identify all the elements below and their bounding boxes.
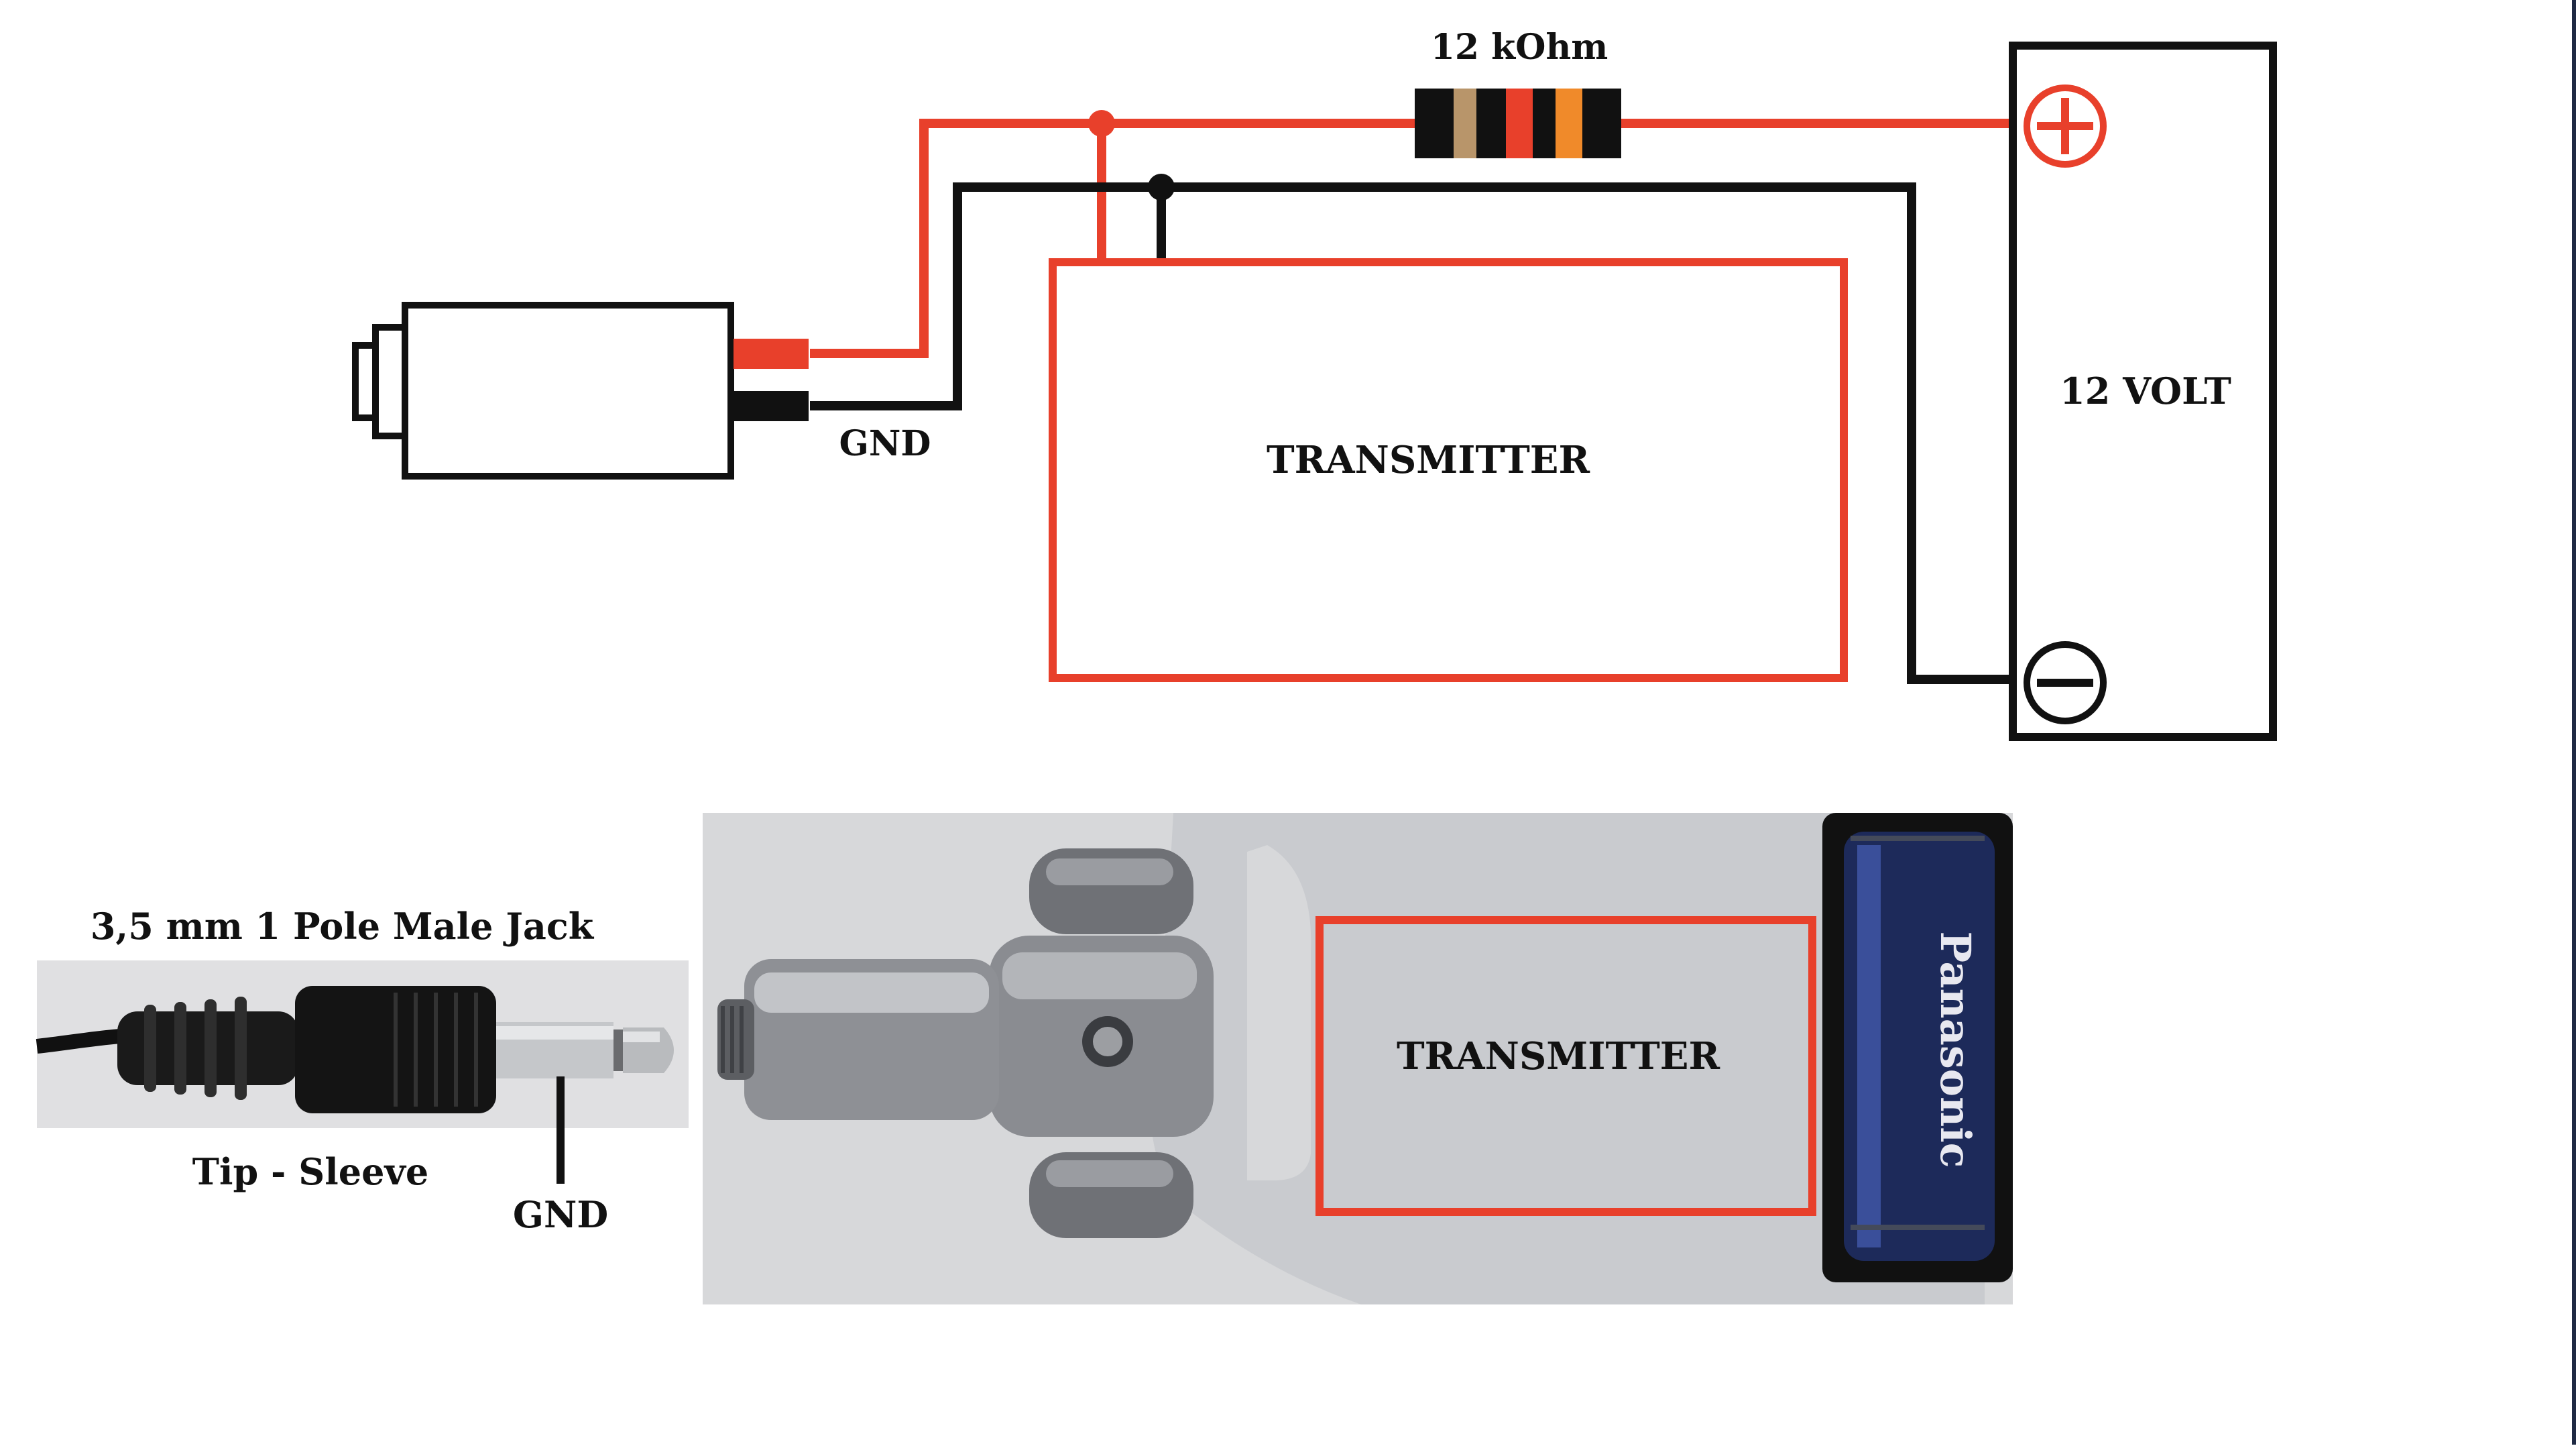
minus-icon [2024,641,2107,724]
plus-icon [2024,85,2107,168]
jack-socket [352,302,809,480]
positive-wire [810,119,1415,358]
positive-junction-dot [1088,110,1115,137]
jack-photo-caption: Tip - Sleeve [192,1150,428,1193]
jack-photo-title: 3,5 mm 1 Pole Male Jack [91,905,595,948]
jack-photo-gnd-label: GND [513,1193,608,1236]
device-transmitter-outline [1315,916,1816,1216]
device-photo [703,813,2013,1304]
resistor [1415,89,1621,158]
jack-terminal-ground [734,391,809,421]
resistor-label: 12 kOhm [1431,27,1608,68]
battery-brand-label: Panasonic [1931,931,1980,1168]
jack-photo [36,960,689,1128]
resistor-band-1 [1454,89,1476,158]
device-transmitter-label: TRANSMITTER [1397,1034,1720,1078]
jack-gnd-label: GND [839,423,931,464]
transmitter-label: TRANSMITTER [1267,438,1590,482]
transmitter-box [1049,258,1848,682]
right-edge-frame [2572,0,2576,1445]
resistor-band-4 [1539,89,1556,158]
resistor-band-5 [1556,89,1582,158]
jack-terminal-positive [734,339,809,369]
ground-wire [810,182,2013,684]
ground-junction-dot [1148,174,1175,201]
battery-label: 12 VOLT [2060,370,2231,412]
resistor-band-2 [1486,89,1506,158]
resistor-band-3 [1506,89,1533,158]
